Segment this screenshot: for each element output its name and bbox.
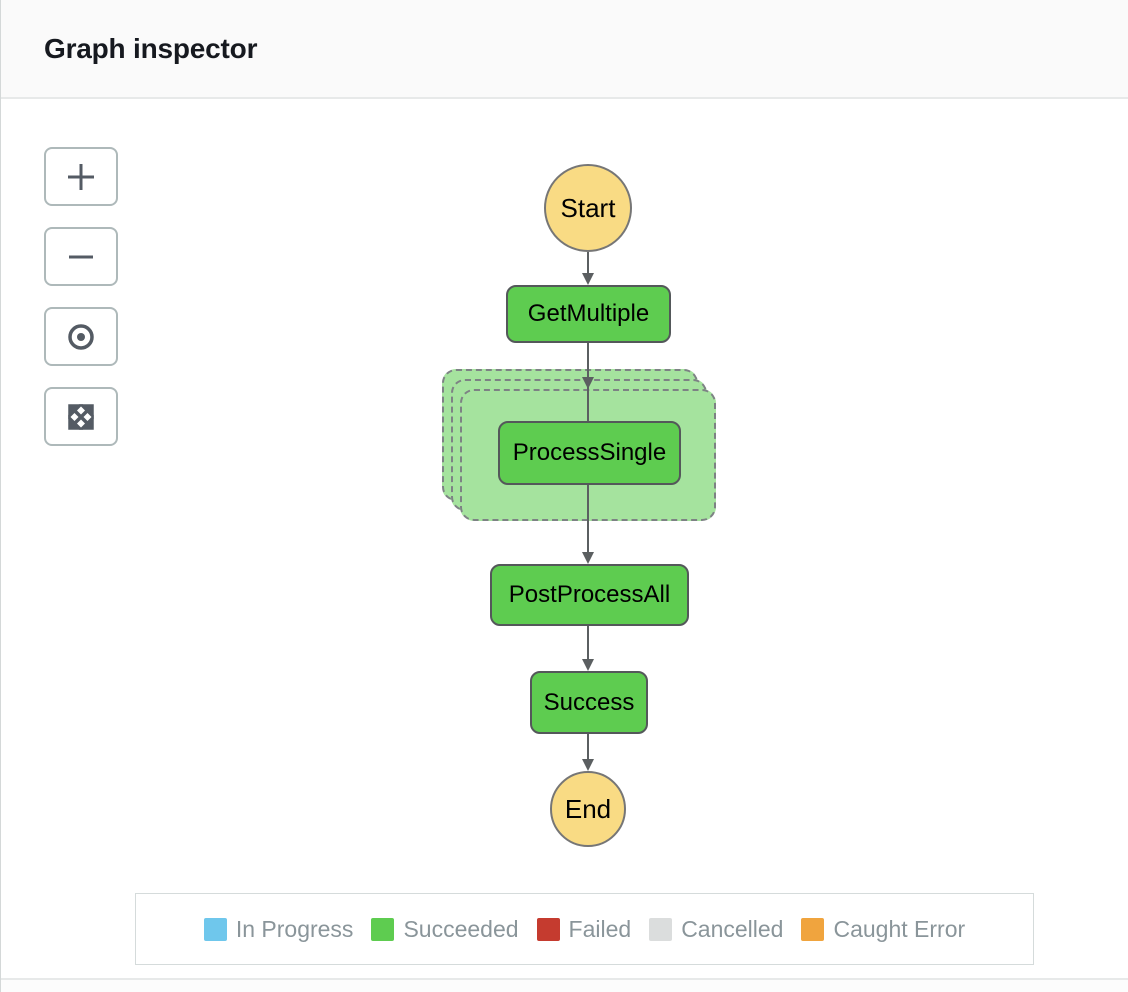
legend-label: In Progress	[235, 915, 354, 942]
legend-swatch	[536, 917, 560, 941]
node-get-multiple[interactable]: GetMultiple	[506, 285, 671, 343]
arrowhead-icon	[582, 552, 594, 564]
node-process-single[interactable]: ProcessSingle	[498, 421, 681, 485]
center-graph-button[interactable]	[44, 307, 118, 366]
legend-label: Cancelled	[681, 915, 784, 942]
legend-item-succeeded: Succeeded	[371, 915, 519, 943]
legend-swatch	[371, 917, 395, 941]
expand-arrows-icon	[68, 403, 94, 430]
legend-item-cancelled: Cancelled	[649, 916, 783, 943]
plus-icon	[68, 163, 94, 190]
legend-item-caught-error: Caught Error	[801, 916, 965, 943]
panel-bottom-divider	[1, 978, 1128, 980]
center-target-icon	[68, 323, 94, 350]
node-label: PostProcessAll	[508, 581, 671, 608]
panel-title: Graph inspector	[44, 32, 258, 64]
legend-swatch	[801, 917, 825, 941]
minus-icon	[69, 255, 93, 258]
zoom-out-button[interactable]	[44, 227, 118, 286]
node-label: Start	[560, 192, 616, 223]
graph-canvas[interactable]: Start GetMultiple ProcessSingle PostProc…	[1, 99, 1128, 978]
node-end[interactable]: End	[550, 771, 626, 847]
node-label: GetMultiple	[527, 300, 650, 327]
arrowhead-icon	[582, 759, 594, 771]
node-post-process-all[interactable]: PostProcessAll	[490, 564, 689, 626]
node-label: Success	[543, 688, 635, 716]
legend-label: Failed	[568, 915, 632, 942]
zoom-in-button[interactable]	[44, 147, 118, 206]
legend-item-failed: Failed	[536, 915, 632, 943]
legend-swatch	[649, 917, 673, 941]
legend-swatch	[203, 917, 227, 941]
next-panel-edge	[1, 980, 1128, 992]
arrowhead-icon	[582, 273, 594, 285]
legend-label: Caught Error	[833, 915, 966, 942]
panel-header: Graph inspector	[1, 0, 1128, 99]
arrowhead-icon	[582, 659, 594, 671]
legend-item-in-progress: In Progress	[203, 915, 354, 943]
status-legend: In Progress Succeeded Failed Cancelled C…	[135, 893, 1034, 965]
fit-to-view-button[interactable]	[44, 387, 118, 446]
node-success[interactable]: Success	[530, 671, 648, 734]
legend-label: Succeeded	[403, 915, 519, 942]
node-start[interactable]: Start	[544, 164, 632, 252]
node-label: End	[564, 793, 612, 824]
node-label: ProcessSingle	[512, 439, 667, 466]
